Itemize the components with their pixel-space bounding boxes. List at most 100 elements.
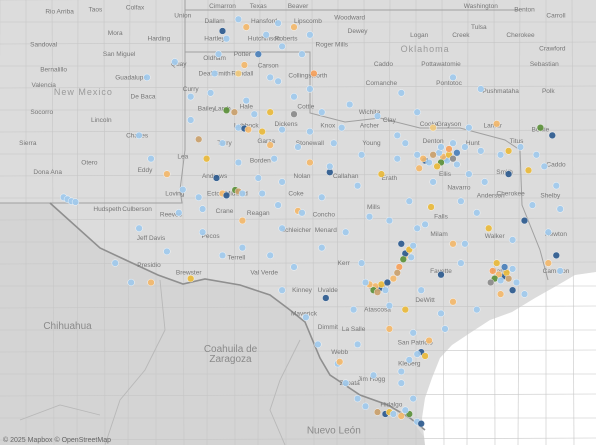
- location-marker[interactable]: [187, 275, 195, 283]
- location-marker[interactable]: [385, 217, 394, 225]
- location-marker[interactable]: [290, 93, 298, 101]
- location-marker[interactable]: [393, 269, 401, 277]
- location-marker[interactable]: [548, 131, 556, 140]
- location-marker[interactable]: [437, 143, 445, 151]
- location-marker[interactable]: [338, 124, 346, 132]
- location-marker[interactable]: [508, 286, 517, 294]
- location-marker[interactable]: [524, 166, 533, 174]
- location-marker[interactable]: [266, 141, 274, 149]
- location-marker[interactable]: [211, 69, 219, 78]
- location-marker[interactable]: [135, 131, 143, 140]
- location-marker[interactable]: [71, 198, 80, 206]
- location-marker[interactable]: [222, 35, 231, 43]
- location-marker[interactable]: [218, 27, 227, 35]
- location-marker[interactable]: [258, 189, 266, 198]
- location-marker[interactable]: [393, 131, 401, 140]
- location-marker[interactable]: [389, 275, 398, 283]
- location-marker[interactable]: [163, 247, 171, 256]
- location-marker[interactable]: [322, 294, 330, 302]
- location-marker[interactable]: [361, 278, 370, 287]
- location-marker[interactable]: [270, 155, 278, 163]
- location-marker[interactable]: [505, 170, 513, 178]
- location-marker[interactable]: [354, 395, 362, 403]
- location-marker[interactable]: [187, 93, 195, 101]
- location-marker[interactable]: [234, 69, 243, 78]
- location-marker[interactable]: [242, 23, 250, 31]
- location-marker[interactable]: [179, 186, 187, 194]
- location-marker[interactable]: [477, 147, 485, 155]
- location-marker[interactable]: [457, 197, 465, 205]
- location-marker[interactable]: [397, 379, 405, 387]
- location-marker[interactable]: [409, 242, 417, 250]
- location-marker[interactable]: [373, 408, 382, 416]
- location-marker[interactable]: [244, 126, 252, 134]
- location-marker[interactable]: [381, 286, 390, 294]
- location-marker[interactable]: [405, 197, 413, 205]
- location-marker[interactable]: [401, 139, 409, 147]
- location-marker[interactable]: [505, 275, 513, 283]
- location-marker[interactable]: [330, 139, 338, 147]
- location-marker[interactable]: [318, 193, 326, 201]
- location-marker[interactable]: [266, 108, 274, 116]
- location-marker[interactable]: [520, 290, 529, 298]
- location-marker[interactable]: [477, 85, 485, 93]
- location-marker[interactable]: [409, 329, 417, 337]
- location-marker[interactable]: [310, 69, 318, 78]
- location-marker[interactable]: [449, 73, 457, 82]
- location-marker[interactable]: [461, 240, 469, 248]
- location-marker[interactable]: [393, 155, 401, 163]
- location-marker[interactable]: [493, 259, 501, 267]
- location-marker[interactable]: [413, 108, 421, 116]
- location-marker[interactable]: [421, 352, 429, 360]
- location-marker[interactable]: [302, 313, 310, 321]
- location-marker[interactable]: [508, 236, 517, 244]
- location-marker[interactable]: [532, 151, 541, 159]
- location-marker[interactable]: [290, 263, 298, 271]
- location-marker[interactable]: [346, 100, 354, 109]
- location-marker[interactable]: [127, 278, 135, 287]
- location-marker[interactable]: [397, 412, 405, 420]
- location-marker[interactable]: [417, 420, 425, 428]
- location-marker[interactable]: [306, 85, 314, 93]
- location-marker[interactable]: [294, 143, 302, 151]
- location-marker[interactable]: [262, 31, 270, 39]
- location-marker[interactable]: [361, 402, 370, 410]
- location-marker[interactable]: [143, 73, 151, 82]
- location-marker[interactable]: [540, 162, 548, 171]
- location-marker[interactable]: [437, 271, 445, 279]
- location-marker[interactable]: [290, 110, 298, 118]
- location-marker[interactable]: [457, 259, 465, 267]
- location-marker[interactable]: [354, 182, 362, 190]
- location-marker[interactable]: [222, 191, 231, 200]
- location-marker[interactable]: [481, 178, 489, 186]
- location-marker[interactable]: [425, 158, 433, 167]
- location-marker[interactable]: [544, 228, 552, 236]
- location-marker[interactable]: [485, 224, 493, 232]
- location-marker[interactable]: [147, 155, 155, 163]
- location-marker[interactable]: [274, 201, 282, 209]
- location-marker[interactable]: [207, 89, 215, 97]
- location-marker[interactable]: [278, 42, 286, 51]
- location-marker[interactable]: [461, 143, 469, 151]
- location-marker[interactable]: [254, 50, 262, 58]
- location-marker[interactable]: [401, 306, 409, 314]
- location-marker[interactable]: [552, 251, 560, 260]
- location-marker[interactable]: [512, 278, 521, 287]
- location-marker[interactable]: [377, 280, 386, 289]
- location-marker[interactable]: [449, 298, 457, 306]
- location-marker[interactable]: [234, 124, 243, 132]
- location-marker[interactable]: [222, 106, 231, 114]
- location-marker[interactable]: [342, 228, 350, 236]
- location-marker[interactable]: [501, 263, 509, 271]
- location-marker[interactable]: [238, 189, 247, 198]
- location-marker[interactable]: [365, 213, 374, 221]
- location-marker[interactable]: [508, 265, 517, 273]
- location-marker[interactable]: [218, 139, 227, 147]
- location-marker[interactable]: [449, 240, 457, 248]
- location-marker[interactable]: [326, 162, 334, 171]
- location-marker[interactable]: [358, 259, 366, 267]
- location-marker[interactable]: [473, 209, 481, 217]
- location-marker[interactable]: [278, 224, 286, 232]
- location-marker[interactable]: [429, 151, 437, 159]
- location-marker[interactable]: [278, 286, 286, 294]
